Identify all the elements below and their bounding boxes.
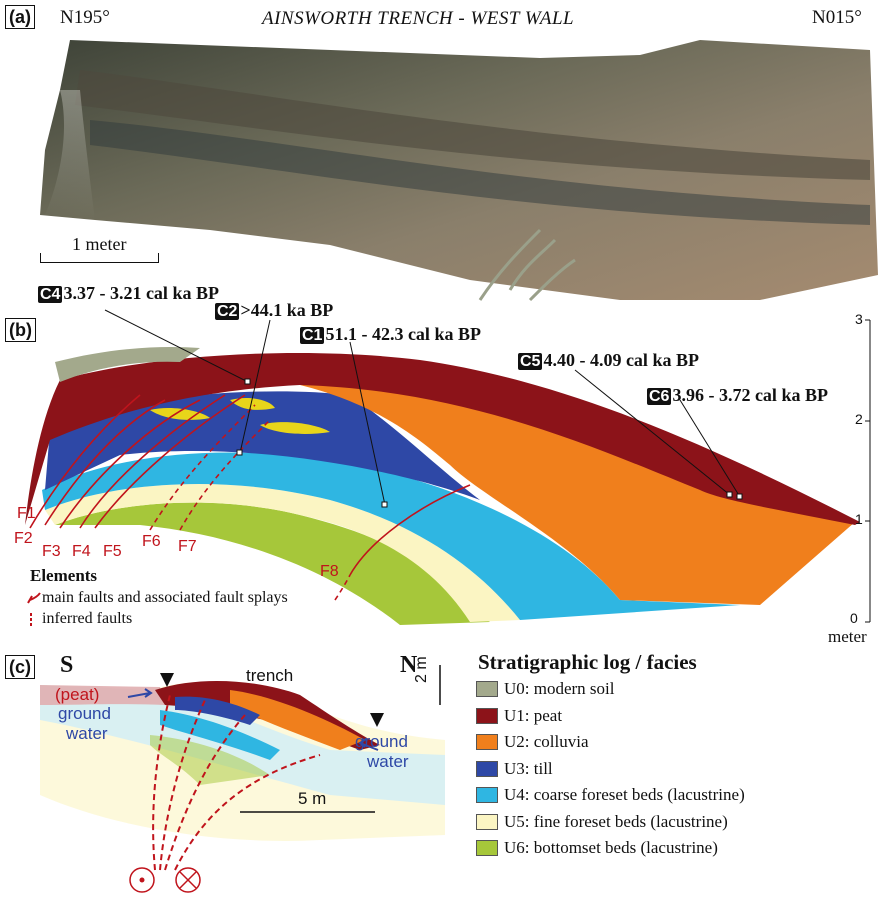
fault-label-f3: F3 — [42, 543, 61, 561]
groundwater-right-label-2: water — [367, 752, 409, 772]
swatch-u3 — [476, 761, 498, 777]
legend-item-u4: U4: coarse foreset beds (lacustrine) — [476, 782, 745, 809]
swatch-u0 — [476, 681, 498, 697]
elements-main-faults: main faults and associated fault splays — [42, 589, 288, 607]
axis-tick-0: 0 — [850, 610, 858, 626]
trench-photo — [0, 30, 893, 310]
axis-tick-2: 2 — [855, 411, 863, 427]
swatch-u1 — [476, 708, 498, 724]
trench-marker-right — [370, 713, 384, 727]
fault-label-f6: F6 — [142, 533, 161, 551]
vertical-axis — [865, 320, 870, 622]
horizontal-scale-label: 5 m — [298, 789, 326, 809]
vertical-scale-label: 2 m — [413, 656, 431, 683]
fault-label-f2: F2 — [14, 530, 33, 548]
facies-legend: U0: modern soil U1: peat U2: colluvia U3… — [476, 676, 745, 862]
azimuth-right: N015° — [812, 7, 862, 29]
fault-label-f7: F7 — [178, 538, 197, 556]
legend-item-u2: U2: colluvia — [476, 729, 745, 756]
elements-inferred-faults: inferred faults — [42, 610, 132, 628]
trench-label: trench — [246, 666, 293, 686]
swatch-u6 — [476, 840, 498, 856]
fault-label-f1: F1 — [17, 505, 36, 523]
sample-c2-label: C2>44.1 ka BP — [215, 300, 333, 321]
swatch-u2 — [476, 734, 498, 750]
swatch-u4 — [476, 787, 498, 803]
axis-tick-1: 1 — [855, 511, 863, 527]
legend-item-u5: U5: fine foreset beds (lacustrine) — [476, 809, 745, 836]
photo-title: AINSWORTH TRENCH - WEST WALL — [262, 8, 574, 30]
legend-item-u3: U3: till — [476, 756, 745, 783]
axis-tick-3: 3 — [855, 311, 863, 327]
elements-title: Elements — [30, 566, 97, 586]
legend-item-u0: U0: modern soil — [476, 676, 745, 703]
panel-a-label: (a) — [5, 5, 35, 29]
groundwater-right-label-1: ground — [355, 732, 408, 752]
azimuth-left: N195° — [60, 7, 110, 29]
groundwater-left-label-1: ground — [58, 704, 111, 724]
axis-unit: meter — [828, 627, 867, 647]
fault-label-f5: F5 — [103, 543, 122, 561]
legend-item-u1: U1: peat — [476, 703, 745, 730]
fault-label-f4: F4 — [72, 543, 91, 561]
swatch-u5 — [476, 814, 498, 830]
photo-scale-label: 1 meter — [72, 234, 126, 255]
peat-label: (peat) — [55, 685, 99, 705]
legend-item-u6: U6: bottomset beds (lacustrine) — [476, 835, 745, 862]
fault-label-f8: F8 — [320, 563, 339, 581]
groundwater-left-label-2: water — [66, 724, 108, 744]
main-fault-symbol — [28, 593, 40, 603]
legend-title: Stratigraphic log / facies — [478, 650, 697, 675]
